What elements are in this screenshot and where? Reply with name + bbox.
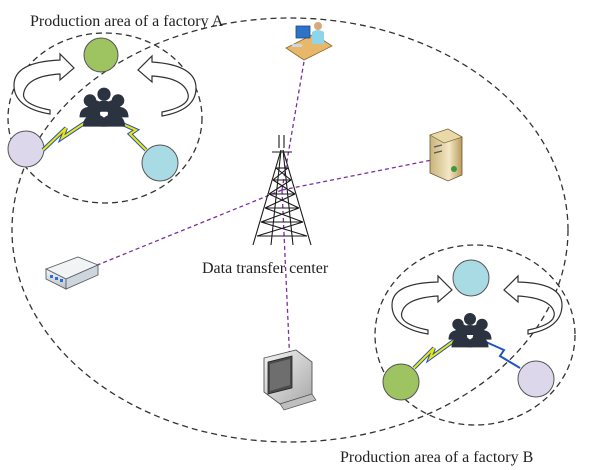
factory-a-node-blue xyxy=(141,144,179,182)
factory-b-label: Production area of a factory B xyxy=(340,449,533,466)
router-icon xyxy=(44,256,100,290)
factory-b-boundary xyxy=(374,244,576,426)
link-router xyxy=(84,189,283,271)
factory-b-node-blue xyxy=(452,259,490,297)
link-server xyxy=(281,159,433,191)
factory-a-label: Production area of a factory A xyxy=(30,13,224,30)
factory-a-lightning-icon xyxy=(41,120,148,152)
monitor-icon xyxy=(263,349,317,411)
data-transfer-center-label: Data transfer center xyxy=(202,260,329,277)
factory-a-people-group-icon xyxy=(79,87,129,127)
factory-b-node-green xyxy=(382,363,420,401)
main-network-boundary xyxy=(11,17,569,443)
server-icon xyxy=(429,128,463,182)
tower-icon xyxy=(252,135,312,246)
factory-b-lightning-icon xyxy=(412,338,521,370)
factory-a-node-lavender xyxy=(7,130,45,168)
link-workstation xyxy=(281,49,307,191)
factory-a-boundary xyxy=(7,32,203,204)
factory-b-node-lavender xyxy=(517,360,555,398)
workstation-icon xyxy=(285,22,333,61)
factory-b-cycle-arrows xyxy=(391,274,563,335)
link-monitor xyxy=(281,189,291,366)
factory-a-cycle-arrows xyxy=(13,52,197,117)
factory-a-node-green xyxy=(83,37,119,73)
data-links xyxy=(84,49,433,366)
factory-b-people-group-icon xyxy=(448,313,492,348)
